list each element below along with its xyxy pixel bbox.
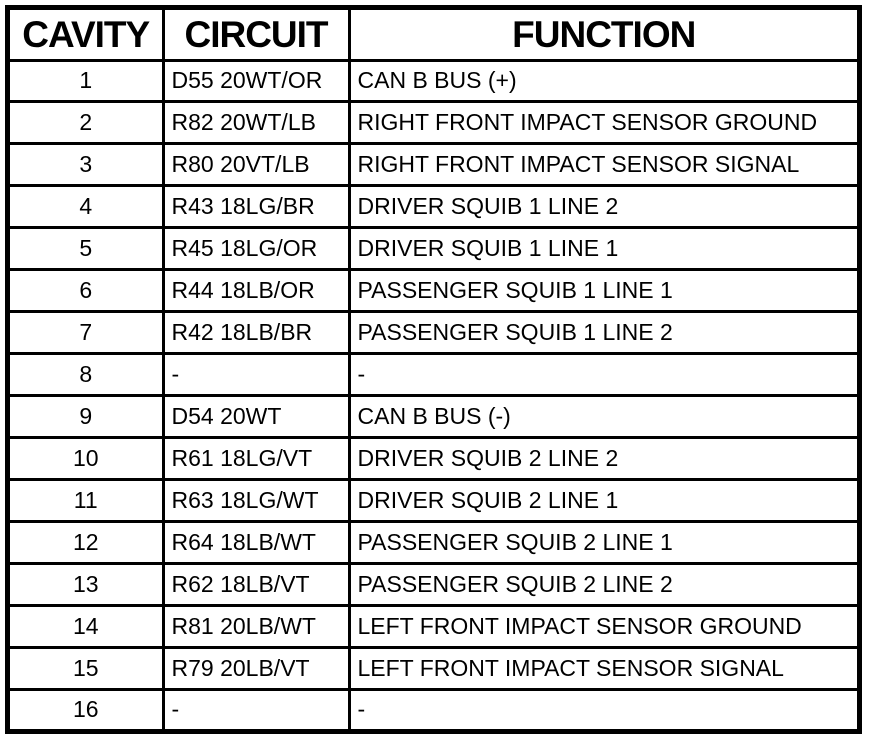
table-row: 16-- <box>10 687 857 729</box>
circuit-cell: R64 18LB/WT <box>161 519 351 565</box>
cavity-cell: 16 <box>10 687 165 729</box>
cavity-cell: 13 <box>10 561 165 607</box>
function-cell: CAN B BUS (+) <box>347 58 857 104</box>
cavity-cell: 9 <box>10 394 165 440</box>
cavity-cell: 11 <box>10 478 165 523</box>
circuit-cell: R63 18LG/WT <box>161 478 351 523</box>
function-cell: - <box>347 687 857 729</box>
cavity-cell: 4 <box>10 184 165 230</box>
circuit-cell: R43 18LG/BR <box>161 184 351 230</box>
cavity-cell: 15 <box>10 645 165 691</box>
cavity-cell: 10 <box>10 436 165 482</box>
circuit-cell: R81 20LB/WT <box>161 603 351 649</box>
cavity-cell: 14 <box>10 603 165 649</box>
cavity-cell: 6 <box>10 268 165 314</box>
cavity-cell: 2 <box>10 100 165 146</box>
circuit-cell: D55 20WT/OR <box>161 58 351 104</box>
function-cell: DRIVER SQUIB 1 LINE 2 <box>347 184 857 230</box>
function-cell: DRIVER SQUIB 2 LINE 2 <box>347 436 857 482</box>
function-cell: RIGHT FRONT IMPACT SENSOR SIGNAL <box>347 142 857 188</box>
function-cell: LEFT FRONT IMPACT SENSOR SIGNAL <box>347 645 857 691</box>
circuit-cell: - <box>161 687 351 729</box>
function-cell: PASSENGER SQUIB 2 LINE 2 <box>347 561 857 607</box>
column-header-circuit: CIRCUIT <box>161 10 351 62</box>
cavity-cell: 12 <box>10 519 165 565</box>
cavity-cell: 8 <box>10 352 165 398</box>
circuit-cell: R44 18LB/OR <box>161 268 351 314</box>
circuit-cell: R82 20WT/LB <box>161 100 351 146</box>
circuit-cell: R45 18LG/OR <box>161 226 351 272</box>
table-row: 8-- <box>10 352 857 398</box>
function-cell: PASSENGER SQUIB 1 LINE 1 <box>347 268 857 314</box>
header-row: CAVITY CIRCUIT FUNCTION <box>10 10 857 62</box>
cavity-cell: 7 <box>10 310 165 356</box>
function-cell: DRIVER SQUIB 2 LINE 1 <box>347 478 857 523</box>
function-cell: PASSENGER SQUIB 2 LINE 1 <box>347 519 857 565</box>
function-cell: LEFT FRONT IMPACT SENSOR GROUND <box>347 603 857 649</box>
cavity-cell: 5 <box>10 226 165 272</box>
cavity-cell: 1 <box>10 58 165 104</box>
function-cell: RIGHT FRONT IMPACT SENSOR GROUND <box>347 100 857 146</box>
column-header-cavity: CAVITY <box>10 10 165 62</box>
cavity-cell: 3 <box>10 142 165 188</box>
circuit-cell: - <box>161 352 351 398</box>
column-header-function: FUNCTION <box>347 10 857 62</box>
function-cell: CAN B BUS (-) <box>347 394 857 440</box>
circuit-cell: R61 18LG/VT <box>161 436 351 482</box>
circuit-cell: R79 20LB/VT <box>161 645 351 691</box>
function-cell: DRIVER SQUIB 1 LINE 1 <box>347 226 857 272</box>
circuit-cell: D54 20WT <box>161 394 351 440</box>
function-cell: PASSENGER SQUIB 1 LINE 2 <box>347 310 857 356</box>
function-cell: - <box>347 352 857 398</box>
circuit-cell: R80 20VT/LB <box>161 142 351 188</box>
circuit-cell: R62 18LB/VT <box>161 561 351 607</box>
circuit-cell: R42 18LB/BR <box>161 310 351 356</box>
